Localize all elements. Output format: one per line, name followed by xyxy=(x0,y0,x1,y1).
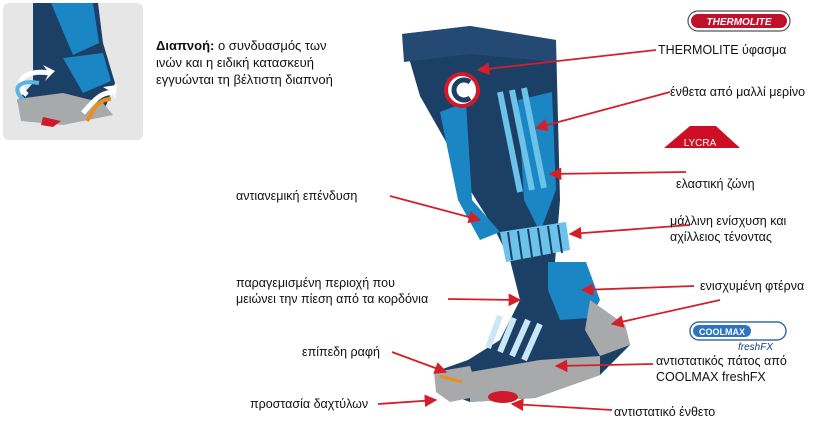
callout-arrows xyxy=(377,49,721,411)
label-padded-line2: μειώνει την πίεση από τα κορδόνια xyxy=(236,292,429,306)
label-windproof: αντιανεμική επένδυση xyxy=(236,189,358,203)
arrow-flat-seam xyxy=(391,351,448,374)
label-achilles: μάλλινη ενίσχυση και αχίλλειος τένοντας xyxy=(670,213,820,245)
label-reinforced-heel: ενισχυμένη φτέρνα xyxy=(700,279,805,293)
thermolite-logo-text: THERMOLITE xyxy=(707,17,772,28)
label-achilles-line2: αχίλλειος τένοντας xyxy=(670,230,772,244)
inset-sock-illustration xyxy=(15,3,117,127)
arrow-merino xyxy=(534,91,671,132)
arrow-windproof xyxy=(389,195,482,224)
label-padded-line1: παραγεμισμένη περιοχή που xyxy=(236,276,395,290)
label-padded-area: παραγεμισμένη περιοχή που μειώνει την πί… xyxy=(236,275,466,307)
label-flat-seam: επίπεδη ραφή xyxy=(302,345,380,359)
label-merino: ένθετα από μαλλί μερίνο xyxy=(670,85,806,99)
label-thermolite-fabric: THERMOLITE ύφασμα xyxy=(658,43,787,57)
coolmax-logo-text: COOLMAX xyxy=(699,327,745,337)
breathability-inset xyxy=(3,3,143,140)
brand-logo-icon xyxy=(444,72,480,108)
arrow-toe xyxy=(377,394,438,408)
arrow-achilles xyxy=(568,224,691,240)
label-toe-protection: προστασία δαχτύλων xyxy=(250,397,369,411)
arrow-antistatic xyxy=(510,398,613,411)
thermolite-logo: THERMOLITE xyxy=(687,10,791,32)
arrow-sole xyxy=(554,359,654,373)
breathability-description: Διαπνοή: ο συνδυασμός των ινών και η ειδ… xyxy=(156,37,346,88)
label-elastic-zone: ελαστική ζώνη xyxy=(676,177,755,191)
arrow-heel-gray xyxy=(610,299,721,328)
freshfx-logo-text: freshFX xyxy=(738,342,773,353)
breathability-text: ο συνδυασμός των ινών και η ειδική κατασ… xyxy=(156,38,333,87)
label-antistatic-insert: αντιστατικό ένθετο xyxy=(614,405,716,419)
arrow-elastic xyxy=(548,167,687,181)
breathability-title: Διαπνοή: xyxy=(156,38,215,53)
coolmax-logo: COOLMAX freshFX xyxy=(689,321,787,353)
label-achilles-line1: μάλλινη ενίσχυση και xyxy=(670,214,787,228)
lycra-logo: LYCRA xyxy=(664,126,740,149)
sock-illustration xyxy=(402,26,630,403)
arrow-thermolite xyxy=(476,49,657,75)
arrow-heel xyxy=(580,283,695,296)
arrow-padded xyxy=(447,293,522,307)
label-sole-line2: COOLMAX freshFX xyxy=(656,370,766,384)
label-sole-line1: αντιστατικός πάτος από xyxy=(656,354,787,368)
label-sole: αντιστατικός πάτος από COOLMAX freshFX xyxy=(656,353,821,385)
lycra-logo-text: LYCRA xyxy=(684,138,717,149)
